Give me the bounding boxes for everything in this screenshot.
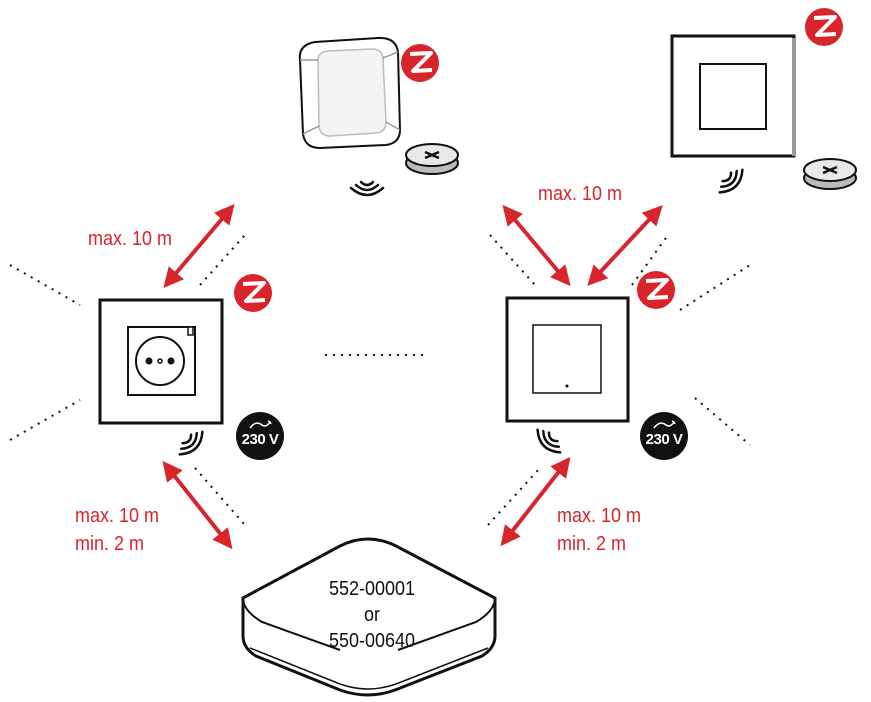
- range-arrows: [162, 203, 663, 550]
- zigbee-logo-icon: [401, 44, 439, 82]
- zigbee-logo-icon: [234, 274, 272, 312]
- gateway-hub: [241, 537, 497, 697]
- socket-device: [98, 298, 224, 425]
- top-right-range-label: max. 10 m: [538, 183, 623, 205]
- bottom-left-min-label: min. 2 m: [75, 533, 145, 555]
- left-range-label: max. 10 m: [88, 228, 173, 250]
- power-badge-right: 230 V: [645, 431, 683, 448]
- bottom-left-max-label: max. 10 m: [75, 505, 160, 527]
- bottom-right-min-label: min. 2 m: [557, 533, 627, 555]
- zigbee-logo-icon: [637, 271, 675, 309]
- hub-model-2: 550-00640: [328, 630, 416, 652]
- wireless-signal-icon: [718, 168, 744, 194]
- zigbee-logo-icon: [805, 8, 843, 46]
- wireless-signal-icon: [536, 428, 562, 454]
- wireless-signal-icon: [178, 430, 204, 456]
- hub-model-1: 552-00001: [328, 578, 416, 600]
- hub-or-text: or: [363, 604, 381, 626]
- sensor-device: [298, 36, 402, 150]
- 230v-power-icon: 230 V: [236, 412, 284, 460]
- coin-battery-icon: [405, 143, 459, 175]
- wireless-signal-icon: [349, 180, 385, 197]
- wall-switch-device: [670, 34, 796, 158]
- dimmer-device: [505, 296, 630, 423]
- bottom-right-max-label: max. 10 m: [557, 505, 642, 527]
- 230v-power-icon: 230 V: [640, 412, 688, 460]
- power-badge-left: 230 V: [241, 431, 279, 448]
- coin-battery-icon: [803, 158, 857, 190]
